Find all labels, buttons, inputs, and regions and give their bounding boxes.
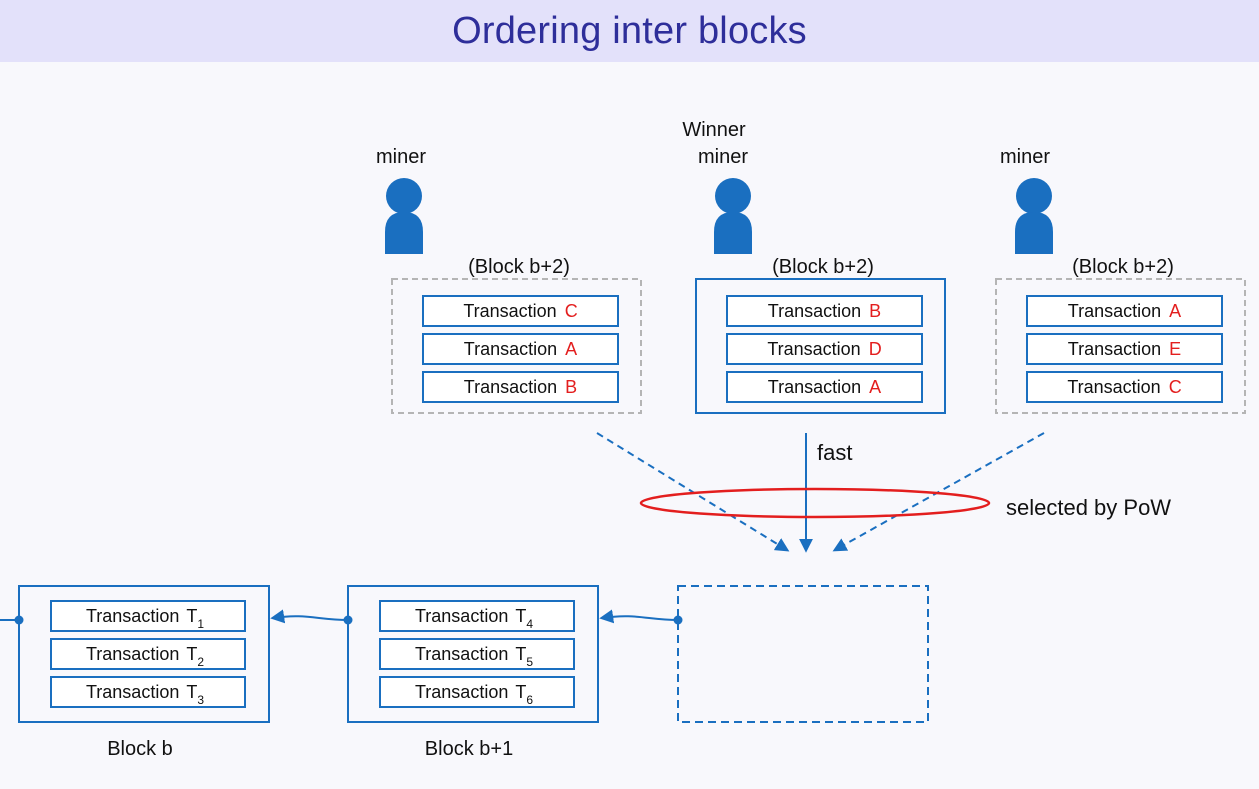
candidate-block — [995, 278, 1246, 414]
transaction-box — [379, 600, 575, 632]
transaction-id: A — [565, 339, 577, 359]
person-icon — [1015, 178, 1053, 254]
transaction-box — [50, 676, 246, 708]
transaction-id: C — [1169, 377, 1182, 397]
link-dot — [14, 615, 24, 625]
block-label: (Block b+2) — [468, 256, 570, 278]
block-label: (Block b+2) — [1072, 256, 1174, 278]
transaction-id: A — [869, 377, 881, 397]
link-dot — [343, 615, 353, 625]
miner-label: miner — [376, 146, 426, 168]
transaction-id: A — [1169, 301, 1181, 321]
transaction-id: B — [565, 377, 577, 397]
block-label: Block b — [107, 738, 173, 760]
transaction-box — [50, 600, 246, 632]
chain-link — [270, 609, 349, 624]
transaction-id: C — [565, 301, 578, 321]
fast-label: fast — [817, 440, 852, 465]
title-bar: Ordering inter blocks — [0, 0, 1259, 62]
transaction-box — [379, 676, 575, 708]
transaction-box — [50, 638, 246, 670]
block-label: (Block b+2) — [772, 256, 874, 278]
transaction-box — [422, 295, 619, 327]
miner-label: miner — [698, 146, 748, 168]
chain-block — [347, 585, 599, 723]
winner-label: Winner — [682, 119, 746, 141]
winner-block — [695, 278, 946, 414]
chain-block — [18, 585, 270, 723]
transaction-box — [726, 333, 923, 365]
candidate-block — [391, 278, 642, 414]
person-icon — [385, 178, 423, 254]
transaction-box — [379, 638, 575, 670]
transaction-box — [1026, 371, 1223, 403]
miner-label: miner — [1000, 146, 1050, 168]
transaction-box — [726, 371, 923, 403]
transaction-id: D — [869, 339, 882, 359]
page-title: Ordering inter blocks — [452, 9, 807, 52]
transaction-id: E — [1169, 339, 1181, 359]
transaction-box — [726, 295, 923, 327]
transaction-box — [1026, 295, 1223, 327]
person-icon — [714, 178, 752, 254]
block-label: Block b+1 — [425, 738, 513, 760]
transaction-box — [422, 333, 619, 365]
pow-label: selected by PoW — [1006, 495, 1171, 520]
dashed-arrow — [596, 432, 790, 552]
chain-link — [599, 609, 679, 624]
pow-ellipse — [639, 487, 991, 519]
transaction-box — [422, 371, 619, 403]
transaction-box — [1026, 333, 1223, 365]
new-block-slot — [677, 585, 929, 723]
ordering-diagram: miner Winner miner miner (Block b+2) (Bl… — [0, 119, 1246, 760]
transaction-id: B — [869, 301, 881, 321]
link-dot — [673, 615, 683, 625]
dashed-arrow — [832, 432, 1045, 552]
